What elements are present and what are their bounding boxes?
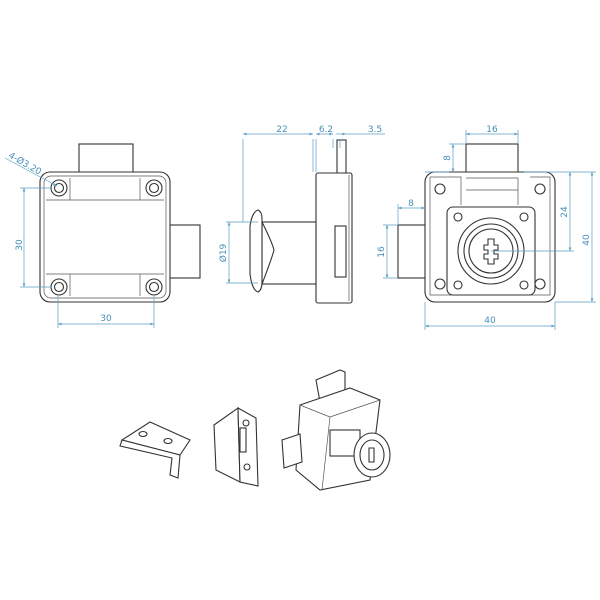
strike-plate-flat bbox=[119, 421, 191, 479]
bolt-slot bbox=[334, 225, 347, 278]
total-height-dimension: 40 bbox=[582, 234, 592, 246]
top-bolt-height-dimension: 8 bbox=[443, 155, 453, 161]
body-dimension: 6.2 bbox=[319, 125, 333, 135]
diameter-dimension: Ø19 bbox=[218, 243, 229, 262]
key-knob bbox=[249, 209, 263, 293]
total-width-dimension: 40 bbox=[484, 316, 496, 326]
depth-dimension: 22 bbox=[276, 125, 287, 135]
lock-isometric bbox=[281, 369, 391, 491]
holes-dimension: 4-Ø3.20 bbox=[7, 150, 44, 178]
side-bolt-length-dimension: 8 bbox=[408, 199, 414, 209]
side-bolt bbox=[167, 224, 201, 279]
side-bolt bbox=[397, 224, 428, 279]
pin bbox=[336, 139, 347, 175]
center-height-dimension: 24 bbox=[560, 206, 570, 218]
top-bolt-width-dimension: 16 bbox=[486, 125, 498, 135]
height-dimension: 30 bbox=[15, 239, 25, 251]
top-bolt bbox=[78, 143, 134, 175]
key-knob bbox=[353, 432, 391, 478]
keyway-icon bbox=[483, 238, 499, 265]
back-view: 16 8 8 16 24 40 40 bbox=[377, 125, 596, 330]
top-bolt bbox=[465, 143, 519, 175]
side-body bbox=[315, 172, 353, 304]
side-bolt-height-dimension: 16 bbox=[377, 246, 387, 258]
pin-dimension: 3.5 bbox=[368, 125, 382, 135]
side-view: 22 6.2 3.5 Ø19 bbox=[218, 125, 385, 304]
strike-plate-angled bbox=[213, 406, 259, 487]
front-view: 4-Ø3.20 30 30 bbox=[4, 143, 201, 328]
lock-body bbox=[39, 171, 171, 303]
width-dimension: 30 bbox=[100, 314, 112, 324]
